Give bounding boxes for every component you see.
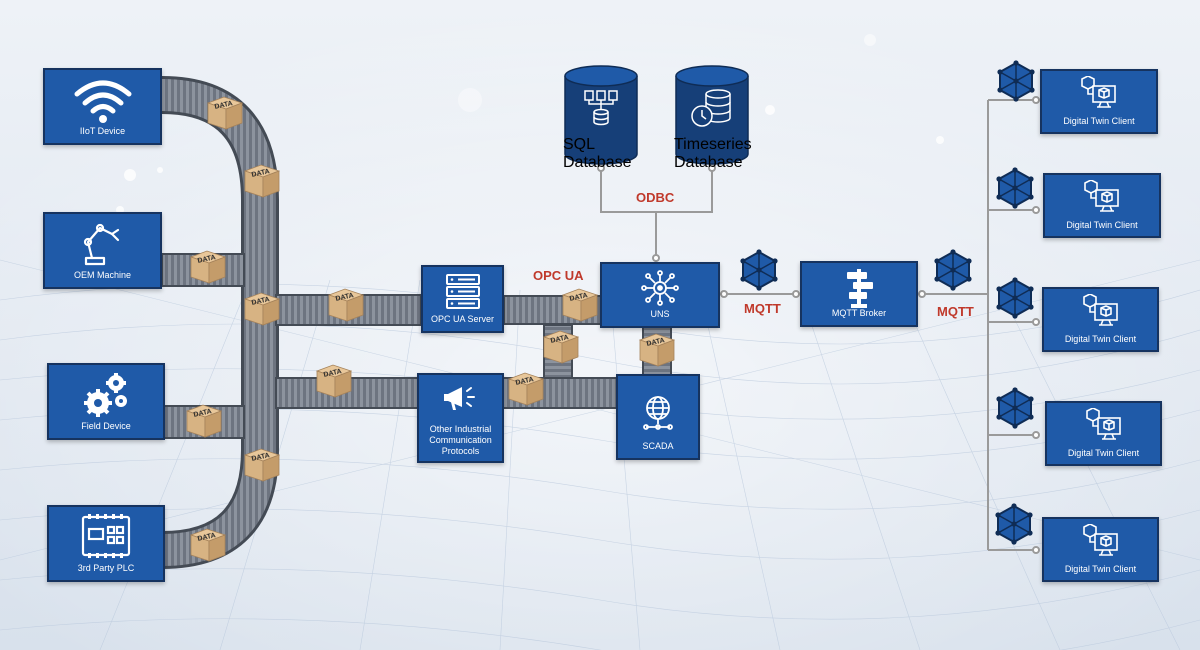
data-packet: DATA [245, 293, 279, 325]
scada-label: SCADA [618, 441, 698, 452]
data-packet: DATA [317, 365, 351, 397]
plc-box[interactable]: 3rd Party PLC [47, 505, 165, 582]
digital-twin-client-4[interactable]: Digital Twin Client [1045, 401, 1162, 466]
globe-network-icon [638, 394, 678, 432]
uns-box[interactable]: UNS [600, 262, 720, 328]
server-icon [443, 272, 483, 312]
field-device-box[interactable]: Field Device [47, 363, 165, 440]
client-5-label: Digital Twin Client [1044, 564, 1157, 575]
mqtt-broker-label: MQTT Broker [802, 308, 916, 319]
field-device-label: Field Device [49, 421, 163, 432]
data-packet: DATA [208, 97, 242, 129]
megaphone-icon [442, 383, 480, 413]
gears-icon [81, 371, 131, 419]
other-protocols-line2: Communication [419, 435, 502, 446]
data-packet: DATA [544, 331, 578, 363]
digital-twin-client-2[interactable]: Digital Twin Client [1043, 173, 1161, 238]
digital-twin-client-5[interactable]: Digital Twin Client [1042, 517, 1159, 582]
digital-twin-client-1[interactable]: Digital Twin Client [1040, 69, 1158, 134]
client-2-label: Digital Twin Client [1045, 220, 1159, 231]
digital-twin-icon [1082, 180, 1122, 216]
data-packet: DATA [509, 373, 543, 405]
data-packet: DATA [329, 289, 363, 321]
scada-box[interactable]: SCADA [616, 374, 700, 460]
other-protocols-line1: Other Industrial [419, 424, 502, 435]
iiot-device-box[interactable]: IIoT Device [43, 68, 162, 145]
mqtt-left-label: MQTT [744, 301, 781, 316]
broker-signpost-icon [841, 267, 877, 309]
oem-machine-label: OEM Machine [45, 270, 160, 281]
wifi-icon [72, 78, 134, 124]
data-packet: DATA [191, 251, 225, 283]
iiot-device-label: IIoT Device [45, 126, 160, 137]
digital-twin-icon [1081, 294, 1121, 330]
client-3-label: Digital Twin Client [1044, 334, 1157, 345]
opcua-server-box[interactable]: OPC UA Server [421, 265, 504, 333]
digital-twin-icon [1079, 76, 1119, 112]
client-1-label: Digital Twin Client [1042, 116, 1156, 127]
digital-twin-icon [1084, 408, 1124, 444]
opcua-label: OPC UA [533, 268, 584, 283]
plc-label: 3rd Party PLC [49, 563, 163, 574]
odbc-label: ODBC [636, 190, 674, 205]
client-4-label: Digital Twin Client [1047, 448, 1160, 459]
mqtt-broker-box[interactable]: MQTT Broker [800, 261, 918, 327]
uns-label: UNS [602, 309, 718, 320]
sql-label-line1: SQL [563, 136, 639, 154]
data-packet: DATA [563, 289, 597, 321]
data-packet: DATA [245, 165, 279, 197]
data-packet: DATA [191, 529, 225, 561]
data-packet: DATA [245, 449, 279, 481]
digital-twin-icon [1081, 524, 1121, 560]
plc-icon [80, 513, 132, 561]
timeseries-label-line1: Timeseries [674, 136, 750, 154]
timeseries-label-line2: Database [674, 154, 750, 172]
data-packet: DATA [187, 405, 221, 437]
other-protocols-box[interactable]: Other Industrial Communication Protocols [417, 373, 504, 463]
sql-label-line2: Database [563, 154, 639, 172]
digital-twin-client-3[interactable]: Digital Twin Client [1042, 287, 1159, 352]
robot-arm-icon [78, 220, 128, 266]
opcua-server-label: OPC UA Server [423, 314, 502, 325]
hub-icon [640, 270, 680, 306]
mqtt-right-label: MQTT [937, 304, 974, 319]
data-packet: DATA [640, 334, 674, 366]
other-protocols-line3: Protocols [419, 446, 502, 457]
oem-machine-box[interactable]: OEM Machine [43, 212, 162, 289]
